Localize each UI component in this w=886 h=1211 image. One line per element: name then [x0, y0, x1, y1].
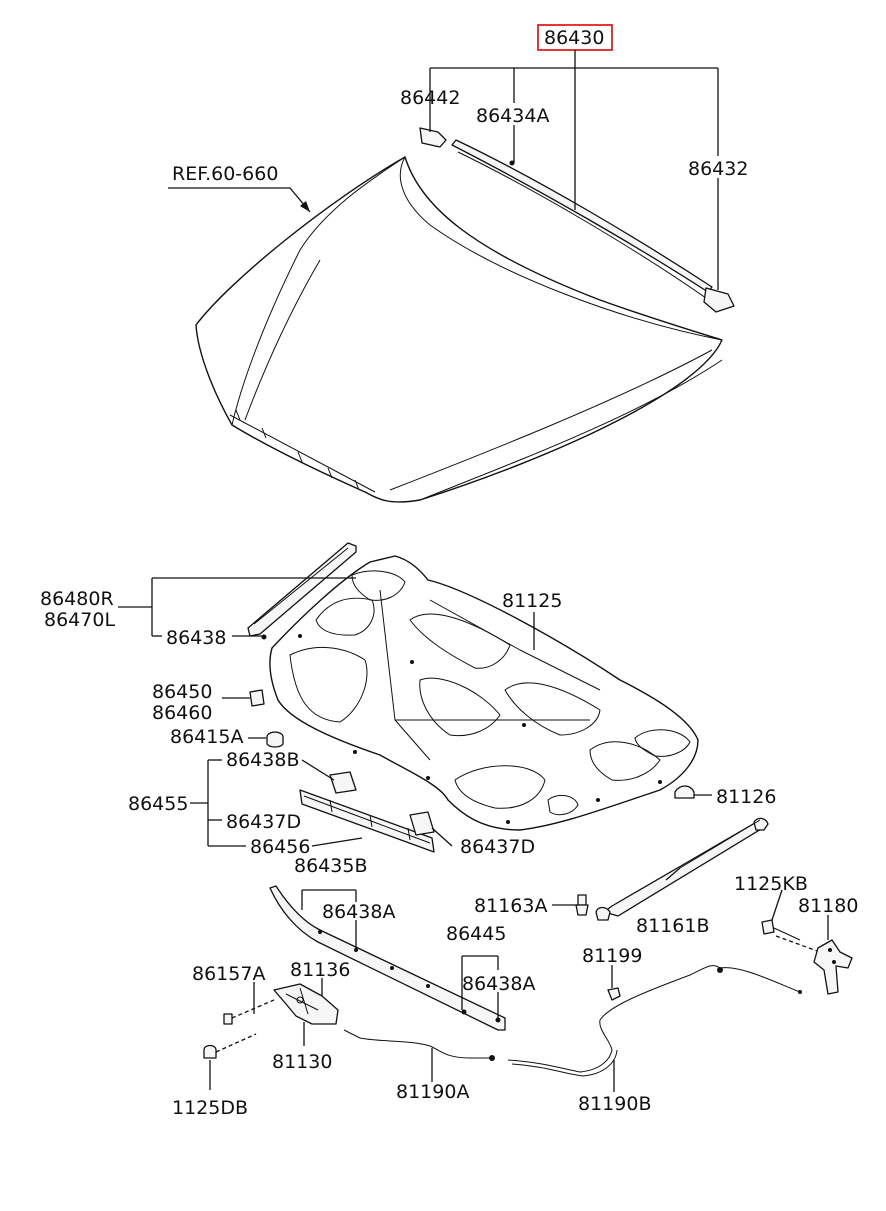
small-parts-left [249, 689, 284, 748]
label-86415A: 86415A [170, 726, 243, 748]
hood-insulator-pad [269, 555, 699, 831]
label-1125KB: 1125KB [734, 873, 808, 895]
bottom-leaders [209, 867, 829, 1092]
label-86438A-top: 86438A [322, 901, 395, 923]
label-81180: 81180 [798, 895, 858, 917]
label-86445: 86445 [446, 923, 506, 945]
label-86157A: 86157A [192, 963, 265, 985]
label-1125DB: 1125DB [172, 1097, 248, 1119]
bolt-81163A [575, 894, 589, 916]
label-86438A-bottom: 86438A [462, 973, 535, 995]
hood-latch-81130 [273, 983, 339, 1025]
label-86434A: 86434A [476, 105, 549, 127]
middle-leaders [118, 577, 712, 847]
clip-86438 [261, 634, 267, 640]
label-81161B: 81161B [636, 915, 709, 937]
bolt-1125DB [203, 1033, 257, 1059]
hood-weatherstrip [419, 127, 735, 313]
label-81126: 81126 [716, 786, 776, 808]
gas-lifter [595, 817, 769, 921]
label-86480R: 86480R [40, 588, 114, 610]
label-81190A: 81190A [396, 1081, 469, 1103]
bolt-1125KB [761, 919, 821, 953]
label-86455: 86455 [128, 793, 188, 815]
label-81199: 81199 [582, 945, 642, 967]
label-86430: 86430 [544, 27, 604, 49]
latch-bracket-assembly [299, 771, 435, 853]
label-86460: 86460 [152, 702, 212, 724]
label-86450: 86450 [152, 681, 212, 703]
label-86432: 86432 [688, 158, 748, 180]
label-86456: 86456 [250, 836, 310, 858]
label-86435B: 86435B [294, 855, 367, 877]
label-81125: 81125 [502, 590, 562, 612]
label-81190B: 81190B [578, 1093, 651, 1115]
highlight-86430: 86430 [537, 24, 613, 51]
hood-hinge-81180 [813, 939, 853, 995]
clip-81199 [607, 987, 621, 1001]
label-86437D-right: 86437D [460, 836, 535, 858]
side-seal-strip [247, 542, 357, 640]
ref-arrowhead [300, 201, 310, 212]
label-86470L: 86470L [44, 609, 115, 631]
top-leaders [429, 50, 719, 290]
hood-panel [195, 156, 723, 503]
label-86437D-left: 86437D [226, 811, 301, 833]
label-81136: 81136 [290, 959, 350, 981]
label-86438: 86438 [166, 627, 226, 649]
ref-label: REF.60-660 [172, 163, 278, 185]
label-81163A: 81163A [474, 895, 547, 917]
release-cables [343, 965, 802, 1077]
bolt-86157A [223, 999, 275, 1025]
hood-stay-rod [269, 885, 506, 1031]
clip-86434A [509, 160, 515, 166]
label-81130: 81130 [272, 1051, 332, 1073]
ref-callout: REF.60-660 [168, 163, 311, 213]
label-86442: 86442 [400, 87, 460, 109]
label-86438B: 86438B [226, 749, 299, 771]
clip-81126 [674, 785, 695, 799]
